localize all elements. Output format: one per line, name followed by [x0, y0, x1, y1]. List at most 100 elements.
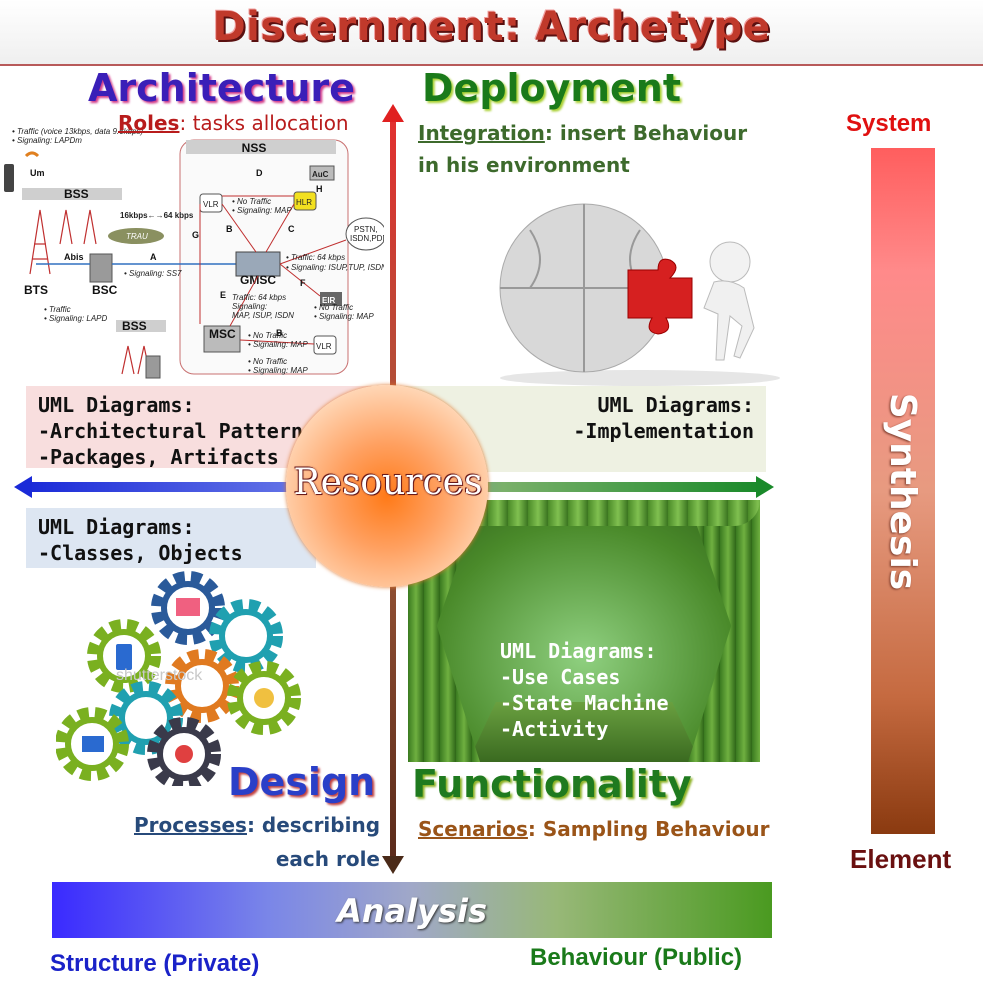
phone-icon — [4, 164, 14, 192]
architecture-uml-line: -Architectural Patterns — [38, 419, 315, 443]
deployment-uml-line: UML Diagrams: — [597, 393, 754, 417]
architecture-title: Architecture — [88, 66, 355, 110]
integration-keyword: Integration — [418, 121, 545, 145]
gsm-network-diagram: NSS BSS BSS Um BTS BSC Abis A TRAU 16kbp… — [4, 124, 384, 382]
note-sig-map-isup2: MAP, ISUP, ISDN — [232, 311, 294, 320]
note-sig-map-2: • Signaling: MAP — [314, 312, 374, 321]
bss2-label: BSS — [122, 319, 147, 333]
design-uml-line: UML Diagrams: — [38, 515, 195, 539]
g-link-label: G — [192, 230, 199, 240]
gmsc-label: GMSC — [240, 273, 276, 287]
note-sig-isup: • Signaling: ISUP,TUP, ISDN — [286, 263, 384, 272]
b2-link-label: B — [276, 328, 283, 338]
um-label: Um — [30, 168, 45, 178]
functionality-uml-line: -Use Cases — [500, 665, 621, 689]
nss-header — [186, 140, 336, 154]
synthesis-label-wrap: Synthesis — [871, 148, 935, 834]
processes-line2: each role — [275, 847, 380, 871]
bsc-icon — [89, 253, 113, 283]
structure-label: Structure (Private) — [50, 950, 260, 977]
design-uml-line: -Classes, Objects — [38, 541, 243, 565]
architecture-uml-line: UML Diagrams: — [38, 393, 195, 417]
note-sig-map-1: • Signaling: MAP — [232, 206, 292, 215]
note-no-traffic-3: • No Traffic — [248, 331, 287, 340]
note-no-traffic-4: • No Traffic — [248, 357, 287, 366]
title-bar — [0, 0, 983, 66]
processes-keyword: Processes — [134, 813, 247, 837]
note-sig-lapdm: • Signaling: LAPDm — [12, 136, 82, 145]
stage-floor — [468, 702, 700, 762]
analysis-bar — [52, 882, 772, 938]
scenarios-keyword: Scenarios — [418, 817, 528, 841]
roles-rest: : tasks allocation — [179, 111, 349, 135]
bsc-label: BSC — [92, 283, 118, 297]
page-title: Discernment: Archetype — [212, 4, 771, 50]
deployment-title: Deployment — [422, 66, 682, 110]
note-traffic-64b: Traffic: 64 kbps — [232, 293, 286, 302]
note-sig-map-isup: Signaling: — [232, 302, 267, 311]
synthesis-bar — [871, 148, 935, 834]
horizontal-arrow-heads — [14, 476, 774, 498]
note-traffic-voice: • Traffic (voice 13kbps, data 9.6kbps) — [12, 127, 143, 136]
architecture-subtitle: Roles: tasks allocation — [118, 111, 349, 135]
note-sig-map-3: • Signaling: MAP — [248, 340, 308, 349]
system-label: System — [846, 110, 932, 137]
abis-label: Abis — [64, 252, 84, 262]
trau-icon — [108, 228, 164, 244]
note-no-traffic-1: • No Traffic — [232, 197, 271, 206]
auc-label: AuC — [312, 170, 329, 179]
h-link-label: H — [316, 184, 323, 194]
integration-rest: : insert Behaviour — [544, 121, 748, 145]
eir-label: EIR — [322, 296, 336, 305]
synthesis-label: Synthesis — [882, 392, 924, 590]
design-subtitle: Processes: describing each role — [134, 808, 380, 876]
functionality-uml-line: -State Machine — [500, 691, 669, 715]
note-no-traffic-2: • No Traffic — [314, 303, 353, 312]
gears-illustration: shutterstock — [56, 568, 316, 786]
hlr-label: HLR — [296, 198, 312, 207]
note-sig-map-4: • Signaling: MAP — [248, 366, 308, 375]
msc-label: MSC — [209, 327, 236, 341]
puzzle-illustration — [499, 203, 780, 386]
bts-label: BTS — [24, 283, 48, 297]
behaviour-label: Behaviour (Public) — [530, 944, 743, 971]
functionality-title: Functionality — [412, 762, 692, 806]
processes-rest: : describing — [246, 813, 381, 837]
element-label: Element — [850, 844, 952, 874]
scenarios-rest: : Sampling Behaviour — [527, 817, 770, 841]
deployment-uml-line: -Implementation — [573, 419, 754, 443]
roles-keyword: Roles — [118, 111, 180, 135]
note-traffic-64: • Traffic: 64 kbps — [286, 253, 345, 262]
bss-label: BSS — [64, 187, 89, 201]
d-link-label: D — [256, 168, 263, 178]
f-link-label: F — [300, 278, 306, 288]
gmsc-icon — [235, 251, 281, 277]
design-uml-box: UML Diagrams: -Classes, Objects — [26, 508, 316, 568]
trau-label: TRAU — [126, 232, 148, 241]
c-link-label: C — [288, 224, 295, 234]
right-curtain — [688, 500, 760, 762]
resources-circle — [286, 385, 488, 587]
a-link-label: A — [150, 252, 157, 262]
vertical-arrow-heads — [382, 104, 404, 874]
watermark: shutterstock — [116, 667, 203, 684]
functionality-uml-line: -Activity — [500, 717, 609, 741]
rate-label: 16kbps←→64 kbps — [120, 211, 194, 220]
resources-label: Resources — [293, 462, 483, 503]
design-title: Design — [228, 760, 376, 804]
isdn-label: ISDN,PDN — [350, 234, 384, 243]
architecture-uml-box: UML Diagrams: -Architectural Patterns -P… — [26, 386, 396, 469]
analysis-label: Analysis — [336, 892, 488, 930]
vlr2-label: VLR — [316, 342, 332, 351]
vlr-label: VLR — [203, 200, 219, 209]
functionality-uml-box: UML Diagrams: -Use Cases -State Machine … — [500, 638, 669, 742]
pstn-label: PSTN, — [354, 225, 378, 234]
architecture-uml-line: -Packages, Artifacts — [38, 445, 279, 469]
functionality-subtitle: Scenarios: Sampling Behaviour — [418, 817, 769, 841]
deployment-subtitle: Integration: insert Behaviour in his env… — [418, 117, 747, 181]
functionality-uml-line: UML Diagrams: — [500, 639, 657, 663]
note-traffic-lapd: • Traffic — [44, 305, 71, 314]
nss-label: NSS — [242, 141, 267, 155]
note-sig-ss7: • Signaling: SS7 — [124, 269, 182, 278]
b-link-label: B — [226, 224, 233, 234]
